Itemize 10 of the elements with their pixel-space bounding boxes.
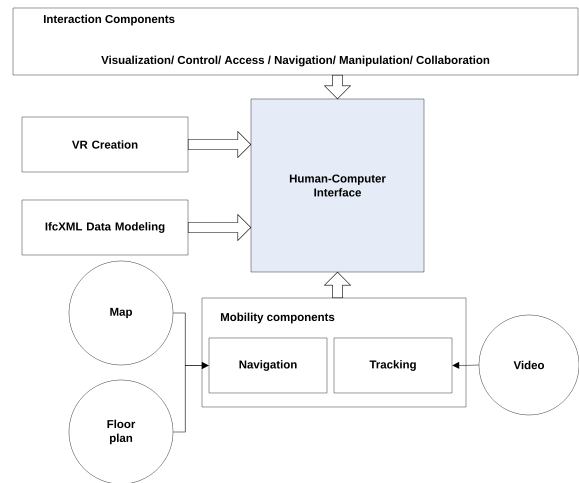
block-arrow <box>188 214 252 242</box>
process-box: VR Creation <box>22 116 188 172</box>
process-box: Tracking <box>334 338 452 394</box>
banner-box: Interaction Components Visualization/ Control/ Access / Navigation/ Manipulation/ Collaboration <box>12 8 578 76</box>
block-arrow <box>188 130 252 158</box>
process-box: Navigation <box>208 338 328 394</box>
process-box: IfcXML Data Modeling <box>22 200 188 256</box>
block-arrow <box>324 272 352 298</box>
interface-box: Human-Computer Interface <box>250 98 424 272</box>
block-arrow <box>324 74 352 100</box>
